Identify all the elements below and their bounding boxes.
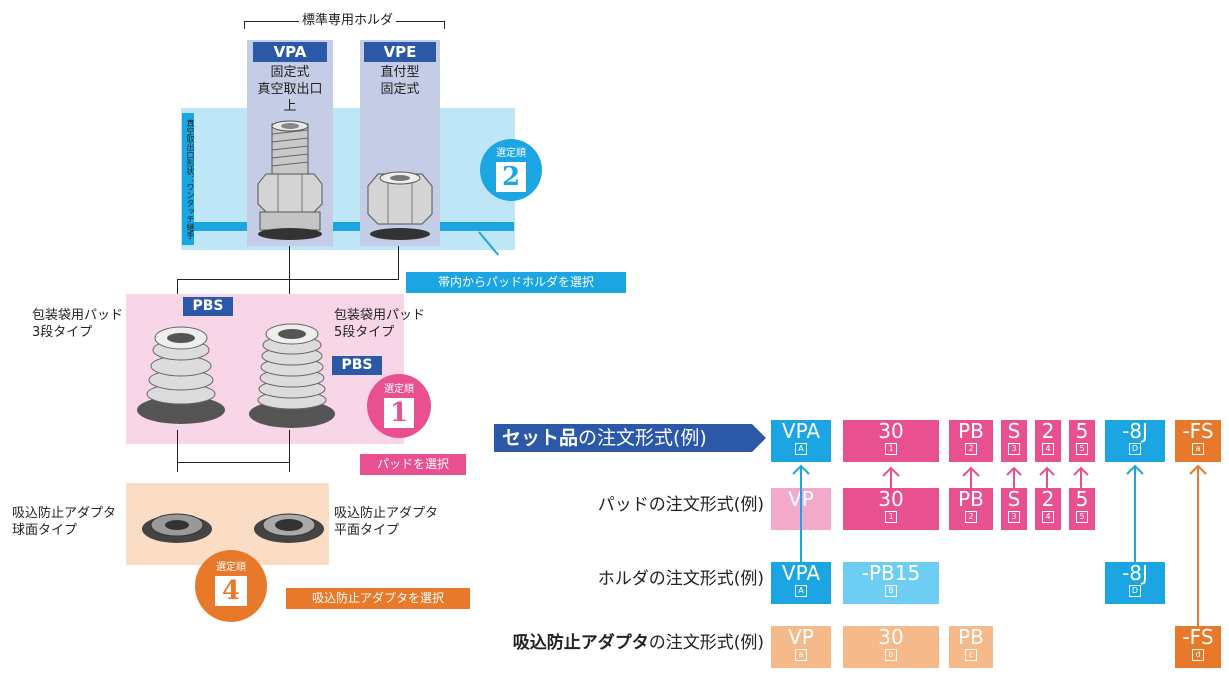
connector <box>398 246 399 280</box>
set-order-title-rest: の注文形式(例) <box>578 427 707 449</box>
step-caption: 選定順 <box>384 384 414 395</box>
set-order-title: セット品の注文形式(例) <box>502 426 707 450</box>
holder-side-label: 真空取出口形状：ワンタッチ継手 <box>186 119 195 239</box>
step-number: 4 <box>215 576 247 606</box>
header-bracket-left <box>244 21 245 29</box>
push-in-fitting-icon <box>257 120 323 240</box>
step-number: 1 <box>384 398 414 428</box>
step-badge-pad: 選定順 1 <box>367 374 431 438</box>
adapter-label-spherical: 吸込防止アダプタ 球面タイプ <box>12 506 117 538</box>
set-order-title-bold: セット品 <box>502 427 579 449</box>
connector <box>177 462 289 463</box>
holder-code-vpe: VPE <box>364 42 436 62</box>
connector <box>289 430 290 472</box>
row-label-adapter: 吸込防止アダプタの注文形式(例) <box>512 633 764 653</box>
connector <box>289 246 290 280</box>
pad-label-5-stage: 包装袋用パッド 5段タイプ <box>334 308 426 340</box>
holder-side-bar <box>182 113 194 245</box>
vacuum-pad-icon <box>137 326 225 424</box>
row-label-pad: パッドの注文形式(例) <box>597 495 764 515</box>
holder-code-vpa: VPA <box>253 42 327 62</box>
vacuum-pad-icon <box>249 323 335 428</box>
connector <box>177 430 178 472</box>
adapter-icon <box>254 513 324 543</box>
connector <box>177 279 398 280</box>
callout-adapter: 吸込防止アダプタを選択 <box>286 588 470 609</box>
callout-holder: 帯内からパッドホルダを選択 <box>406 272 626 293</box>
pad-badge: PBS <box>332 356 382 375</box>
holder-header: 標準専用ホルダ <box>299 12 397 29</box>
push-in-fitting-icon <box>367 171 433 240</box>
pipe-line <box>194 222 514 231</box>
callout-pad: パッドを選択 <box>360 454 466 475</box>
adapter-icon <box>142 513 212 543</box>
holder-desc-vpe: 直付型 固定式 <box>380 65 420 97</box>
pad-label-3-stage: 包装袋用パッド 3段タイプ <box>32 308 124 340</box>
holder-desc-vpa: 固定式 真空取出口 上 <box>257 65 323 114</box>
pad-badge: PBS <box>183 297 233 316</box>
step-number: 2 <box>496 162 526 192</box>
step-caption: 選定順 <box>496 148 526 159</box>
step-badge-adapter: 選定順 4 <box>195 550 267 622</box>
adapter-label-flat: 吸込防止アダプタ 平面タイプ <box>334 506 439 538</box>
step-caption: 選定順 <box>216 562 246 573</box>
row-label-holder: ホルダの注文形式(例) <box>597 569 764 589</box>
arrow-icon <box>792 464 1207 626</box>
arrow-icon <box>494 424 766 452</box>
step-badge-holder: 選定順 2 <box>480 139 542 201</box>
header-bracket-right <box>444 21 445 29</box>
